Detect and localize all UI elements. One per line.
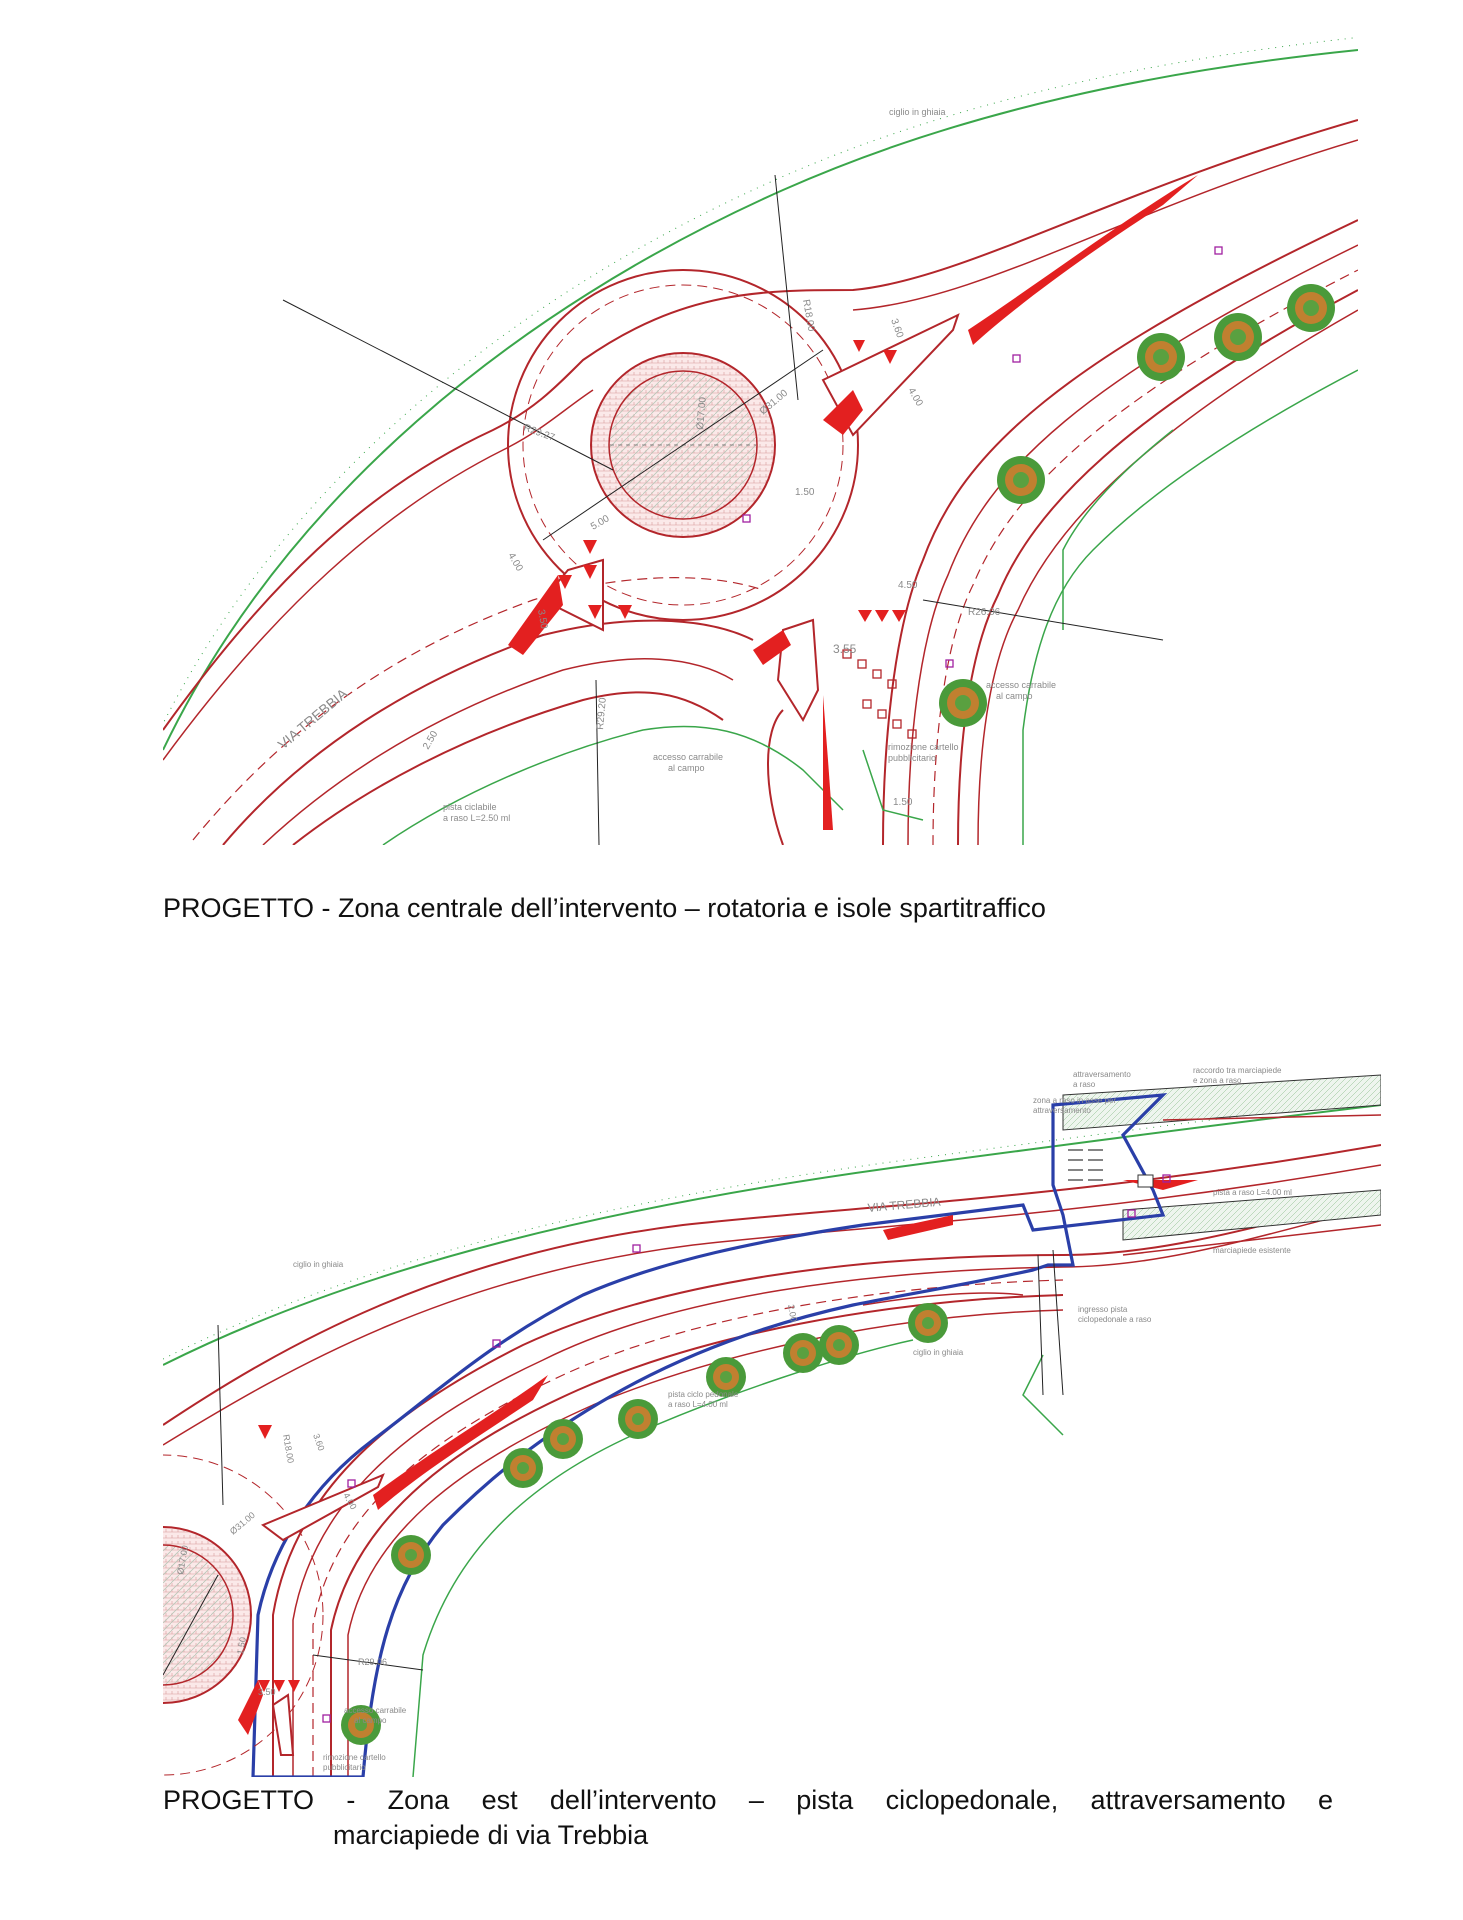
label-marciapiede: marciapiede esistente [1213,1246,1291,1255]
dim-w150a: 1.50 [795,487,815,498]
label-attraversamento-b: a raso [1073,1080,1096,1089]
pedestrian-crossing [1068,1149,1198,1190]
label-rimozione-b: pubblicitario [888,753,936,763]
caption-east-zone-line1: PROGETTO - Zona est dell’intervento – pi… [163,1785,1333,1815]
plan-drawing-east-zone: VIA TREBBIA attraversamento a raso racco… [163,1055,1381,1777]
label-accesso-2: accesso carrabile [986,680,1056,690]
dim-w150b: 1.50 [893,797,913,808]
road-edges [163,1144,1381,1777]
label-ingresso-b: ciclopedonale a raso [1078,1315,1152,1324]
trees [341,1303,948,1745]
street-name: VIA TREBBIA [275,685,351,753]
dim-r-outer: R29.27 [522,422,556,444]
dim-r-top: R18.00 [800,299,817,333]
marker-squares [742,246,1223,693]
pedestrian-crossings [842,649,917,739]
leader-lines [217,1249,1064,1671]
project-boundary [251,1093,1168,1777]
label-ciglio-b: ciglio in ghiaia [913,1348,964,1357]
dim-w350: 3.50 [535,609,549,631]
plan-labels: VIA TREBBIA attraversamento a raso racco… [293,1066,1292,1772]
dim-w200: 2.00 [786,1304,799,1323]
label-accesso-2b: al campo [996,691,1033,701]
gore-markings [508,175,1198,830]
dim-w400a: 4.00 [505,551,524,574]
label-rimozione: rimozione cartello [323,1753,386,1762]
label-accesso-1: accesso carrabile [653,752,723,762]
dim-w150: 1.50 [235,1636,248,1655]
label-ciglio: ciglio in ghiaia [889,107,946,117]
roundabout-plan-svg: VIA TREBBIA ciglio in ghiaia accesso car… [163,37,1358,845]
dim-d-inner: Ø17.00 [695,396,709,430]
dim-d-outer: Ø31.00 [228,1510,257,1537]
dim-w500: 5.00 [589,513,612,532]
dim-w250: 2.50 [421,729,440,752]
trees [939,284,1335,727]
green-verge-outer [163,1098,1381,1366]
dim-r-left: R29.20 [595,697,609,731]
label-ingresso: ingresso pista [1078,1305,1128,1314]
dim-w355: 3.55 [833,642,857,656]
street-name: VIA TREBBIA [867,1195,941,1215]
green-verge-outer [163,37,1358,751]
label-rimozione-b: pubblicitario [323,1763,366,1772]
dim-r-a: R18.00 [281,1434,296,1464]
gore-markings [238,1215,953,1735]
label-pista: pista ciclo pedonale [668,1390,739,1399]
marker-squares [322,1174,1171,1723]
give-way-triangles [558,340,906,622]
dim-w360: 3.60 [888,317,905,339]
label-zona-b: attraversamento [1033,1106,1091,1115]
label-rimozione: rimozione cartello [888,742,959,752]
label-pista-b: a raso L=4.00 ml [668,1400,728,1409]
label-attraversamento: attraversamento [1073,1070,1131,1079]
label-accesso: accesso carrabile [344,1706,407,1715]
dim-r-b: R29.06 [358,1657,387,1667]
label-pista-raso: pista a raso L=4.00 ml [1213,1188,1292,1197]
dim-w400b: 4.00 [905,386,924,409]
dim-w360: 3.60 [311,1432,326,1452]
label-zona: zona a raso in asse per [1033,1096,1116,1105]
label-pista: pista ciclabile [443,802,497,812]
label-accesso-1b: al campo [668,763,705,773]
label-pista-b: a raso L=2.50 ml [443,813,510,823]
give-way-triangles [258,1425,300,1692]
east-zone-plan-svg: VIA TREBBIA attraversamento a raso racco… [163,1066,1381,1777]
roundabout [507,269,859,621]
traffic-islands [261,1473,385,1756]
dim-w450: 4.50 [898,580,918,591]
roundabout-fragment [163,1454,324,1776]
label-accesso-b: al campo [354,1716,387,1725]
caption-east-zone-line2: marciapiede di via Trebbia [333,1820,649,1850]
dim-w350: 3.50 [258,1687,276,1697]
plan-drawing-roundabout: VIA TREBBIA ciglio in ghiaia accesso car… [163,30,1358,845]
label-ciglio: ciglio in ghiaia [293,1260,344,1269]
caption-roundabout: PROGETTO - Zona centrale dell’intervento… [163,893,1046,923]
green-verge-inner [382,369,1358,845]
leader-lines [282,174,1164,845]
label-raccordo: raccordo tra marciapiede [1193,1066,1282,1075]
dim-r-right: R26.06 [968,607,1001,618]
label-raccordo-b: e zona a raso [1193,1076,1242,1085]
dimension-labels: R18.00 R29.06 Ø17.00 Ø31.00 3.60 4.00 3.… [175,1304,799,1697]
